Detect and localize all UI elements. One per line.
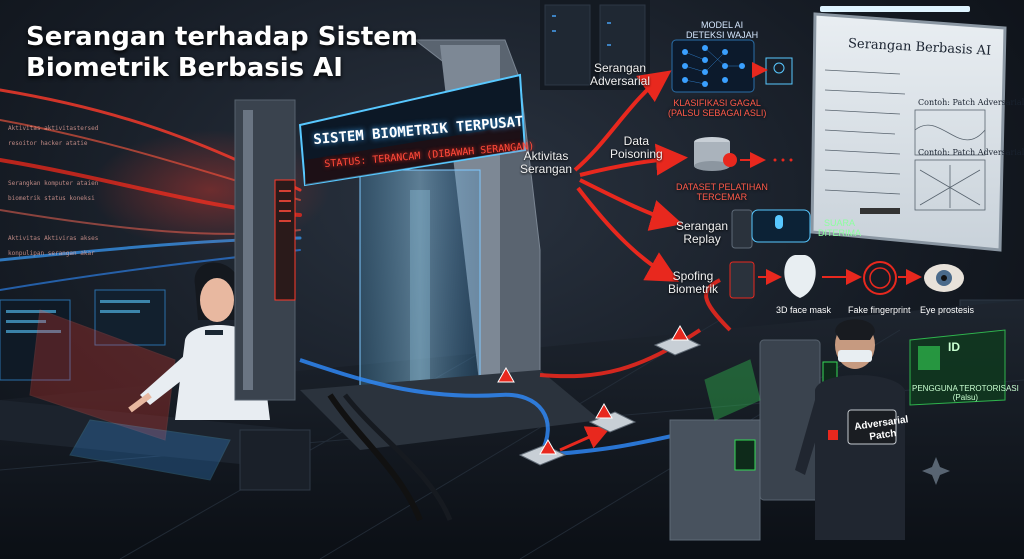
svg-text:Aktivitas aktivitastersed: Aktivitas aktivitastersed (8, 125, 99, 132)
id-card-label: ID (948, 340, 960, 354)
model-result: KLASIFIKASI GAGAL (PALSU SEBAGAI ASLI) (668, 98, 767, 118)
face-id-icon (765, 57, 793, 85)
attacker-figure (795, 319, 905, 540)
spoof-fingerprint-label: Fake fingerprint (848, 305, 911, 315)
model-label: MODEL AI DETEKSI WAJAH (686, 20, 759, 40)
neural-network-icon (671, 39, 755, 93)
phone-voice-icon (731, 209, 811, 249)
id-card-text: PENGGUNA TEROTORISASI (Palsu) (912, 384, 1019, 402)
svg-text:konpulipan serangan akar: konpulipan serangan akar (8, 250, 95, 257)
svg-text:biometrik status koneksi: biometrik status koneksi (8, 195, 95, 202)
svg-text:resoitor hacker atatie: resoitor hacker atatie (8, 140, 88, 147)
spoof-icons (729, 255, 964, 299)
whiteboard (810, 12, 1007, 252)
spoof-eye-label: Eye prostesis (920, 305, 975, 315)
voice-accepted-label: SUARA DITERIMA (818, 218, 862, 238)
whiteboard-subtitle-2: Contoh: Patch Adversarial (918, 148, 1024, 157)
title-line-1: Serangan terhadap Sistem (26, 22, 418, 52)
title-line-2: Biometrik Berbasis AI (26, 53, 343, 83)
page-title: Serangan terhadap Sistem Biometrik Berba… (26, 22, 418, 84)
attack-hub-label: Aktivitas Serangan (520, 149, 573, 176)
warning-icon (497, 324, 689, 455)
dataset-label: DATASET PELATIHAN TERCEMAR (676, 182, 768, 202)
attack-spoofing-label: Spofing Biometrik (668, 269, 719, 296)
svg-text:Aktivitas Aktiviras akses: Aktivitas Aktiviras akses (8, 235, 99, 242)
attack-adversarial-label: Serangan Adversarial (590, 61, 651, 88)
svg-text:Serangkan komputer ataien: Serangkan komputer ataien (8, 180, 99, 187)
spoof-mask-label: 3D face mask (776, 305, 832, 315)
attack-poisoning-label: Data Poisoning (610, 134, 663, 161)
attack-replay-label: Serangan Replay (676, 219, 729, 246)
database-icon (694, 137, 737, 171)
biometric-gate (234, 39, 541, 411)
whiteboard-subtitle-1: Contoh: Patch Adversarial (918, 98, 1024, 107)
